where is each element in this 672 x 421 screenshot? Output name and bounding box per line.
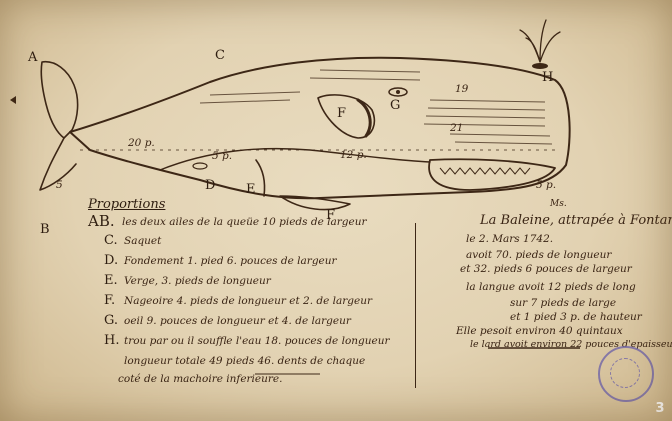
label-c: C (215, 48, 225, 63)
notes-line: et 1 pied 3 p. de hauteur (510, 312, 642, 323)
prop-text: Verge, 3. pieds de longueur (124, 276, 271, 287)
label-f-flipper: F (337, 106, 346, 121)
mark-21: 21 (450, 123, 463, 134)
prop-text: les deux ailes de la queüe 10 pieds de l… (122, 217, 366, 228)
prop-text: trou par ou il souffle l'eau 18. pouces … (124, 336, 390, 347)
left-mark (10, 96, 16, 104)
notes-line: sur 7 pieds de large (510, 298, 616, 309)
prop-key: E. (104, 274, 118, 287)
tail-fluke-upper (41, 62, 77, 138)
mark-5c: 5 p. (536, 180, 556, 191)
side-flipper (318, 95, 374, 138)
notes-line: la langue avoit 12 pieds de long (466, 282, 636, 293)
notes-line: avoit 70. pieds de longueur (466, 250, 611, 261)
mark-20: 20 p. (128, 138, 155, 149)
label-g: G (390, 98, 400, 113)
prop-text: Nageoire 4. pieds de longueur et 2. de l… (124, 296, 372, 307)
prop-key: F. (104, 294, 115, 307)
prop-key: C. (104, 234, 118, 247)
prop-key: G. (104, 314, 118, 327)
belly-line (160, 149, 430, 170)
genital-eye (193, 163, 207, 169)
mark-19: 19 (455, 84, 468, 95)
verge (256, 160, 265, 196)
teeth (440, 168, 530, 174)
notes-line: et 32. pieds 6 pouces de largeur (460, 264, 632, 275)
mark-5b: 5 (56, 180, 63, 191)
label-d: D (205, 178, 215, 193)
prop-text: oeil 9. pouces de longueur et 4. de larg… (124, 316, 351, 327)
proportions-heading: Proportions (88, 197, 165, 212)
notes-line: le lard avoit environ 22 pouces d'epaiss… (470, 340, 672, 350)
notes-line: le 2. Mars 1742. (466, 234, 553, 245)
notes-signature: Ms. (550, 200, 567, 209)
prop-text: coté de la machoire inferieure. (118, 374, 282, 385)
head-shading (200, 70, 552, 144)
plate-number: 3 (652, 401, 668, 417)
blowhole (532, 63, 548, 69)
mark-5: 5 p. (212, 151, 232, 162)
notes-title: La Baleine, attrapée à Fontarabie (480, 214, 672, 227)
prop-text: longueur totale 49 pieds 46. dents de ch… (124, 356, 365, 367)
mark-12: 12 p. (340, 150, 367, 161)
eye-pupil (396, 90, 400, 94)
prop-text: Fondement 1. pied 6. pouces de largeur (124, 256, 337, 267)
label-b: B (40, 222, 50, 237)
label-a: A (28, 50, 37, 65)
prop-key: D. (104, 254, 118, 267)
label-h: H (542, 70, 553, 85)
prop-text: Saquet (124, 236, 161, 247)
prop-key: H. (104, 334, 119, 347)
column-divider (415, 223, 416, 388)
whale-body (70, 58, 570, 199)
prop-key: AB. (88, 214, 115, 229)
library-stamp (598, 346, 654, 402)
notes-line: Elle pesoit environ 40 quintaux (456, 326, 623, 337)
spout (520, 20, 560, 62)
label-e: E (246, 182, 256, 197)
